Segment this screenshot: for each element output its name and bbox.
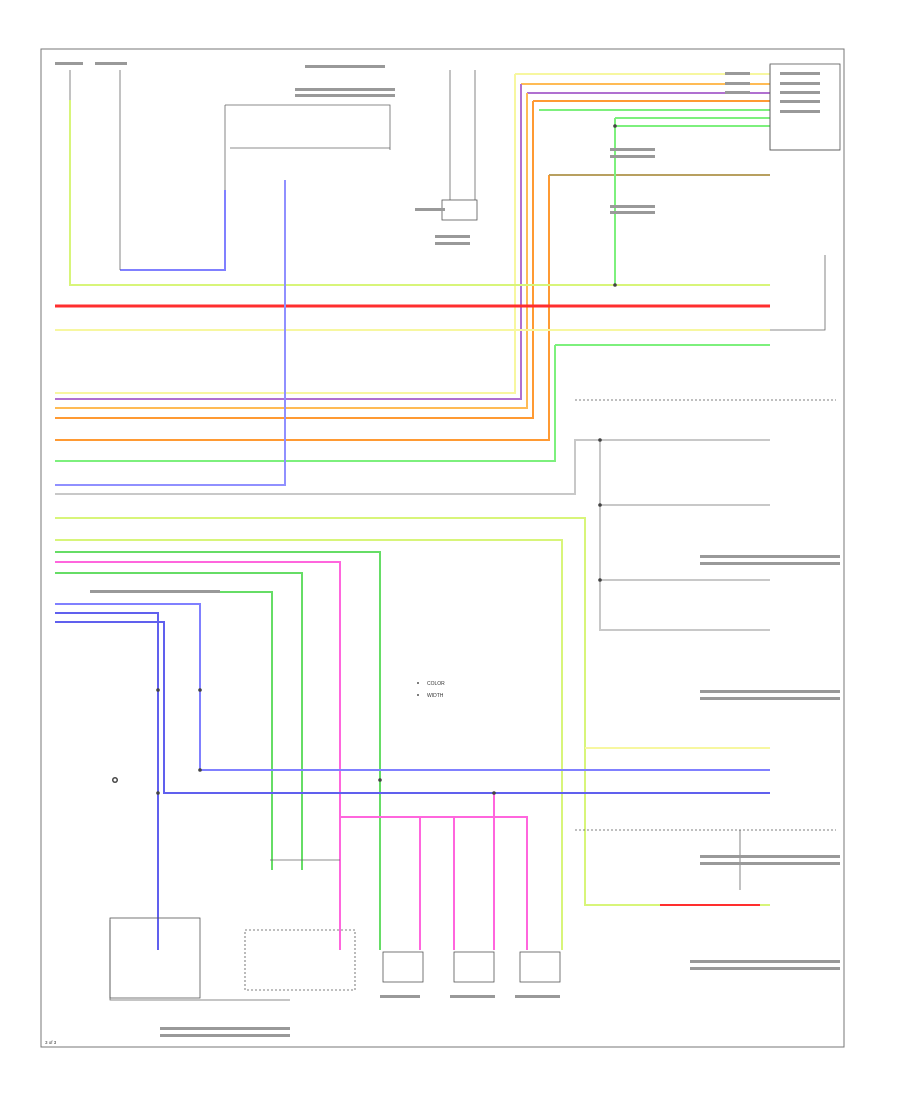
- legend-item-color: COLOR: [427, 681, 445, 687]
- wire-orange-drop: [55, 101, 534, 419]
- wire-orange-2-drop: [55, 175, 550, 441]
- component-switch-a: [441, 199, 478, 221]
- wire-yellowgreen-2: [55, 539, 563, 950]
- wire-green-lower-2: [55, 572, 303, 870]
- wire-yellowgreen-lower: [55, 517, 770, 906]
- wire-grey-1: [55, 439, 770, 495]
- component-lower-left-1: [109, 917, 201, 999]
- page-tag: 3 of 3: [45, 1040, 57, 1045]
- diagram-frame: [40, 48, 845, 1048]
- fine-print-marks: [55, 62, 840, 1037]
- wire-blue-left-1: [55, 603, 770, 771]
- component-sensor-2: [453, 951, 495, 983]
- wire-lightgreen-drop: [55, 345, 556, 462]
- wire-group: [55, 73, 770, 950]
- component-sensor-3: [519, 951, 561, 983]
- wire-grey-2: [599, 440, 770, 631]
- wire-green-lower-3: [200, 591, 273, 870]
- junction-dots: [112, 124, 617, 795]
- wire-violet-meter: [55, 180, 286, 486]
- wire-green-lower: [55, 551, 381, 950]
- legend-item-width: WIDTH: [427, 693, 444, 699]
- wire-yellow-green-long: [69, 100, 770, 286]
- wire-orange-white-drop: [55, 93, 528, 409]
- wire-pink-lower: [55, 561, 341, 950]
- connector-right-top: [769, 63, 841, 151]
- wire-pink-bus: [340, 816, 528, 950]
- components: [109, 63, 841, 999]
- component-actuator: [244, 929, 356, 991]
- wire-blue-meter: [120, 190, 226, 271]
- component-sensor-1: [382, 951, 424, 983]
- wire-blue-left-3: [55, 621, 770, 794]
- wire-blue-left-2: [55, 612, 159, 950]
- wire-yellow-drop: [55, 74, 516, 394]
- legend: COLOR WIDTH: [417, 681, 445, 699]
- wire-violet-drop: [55, 84, 522, 400]
